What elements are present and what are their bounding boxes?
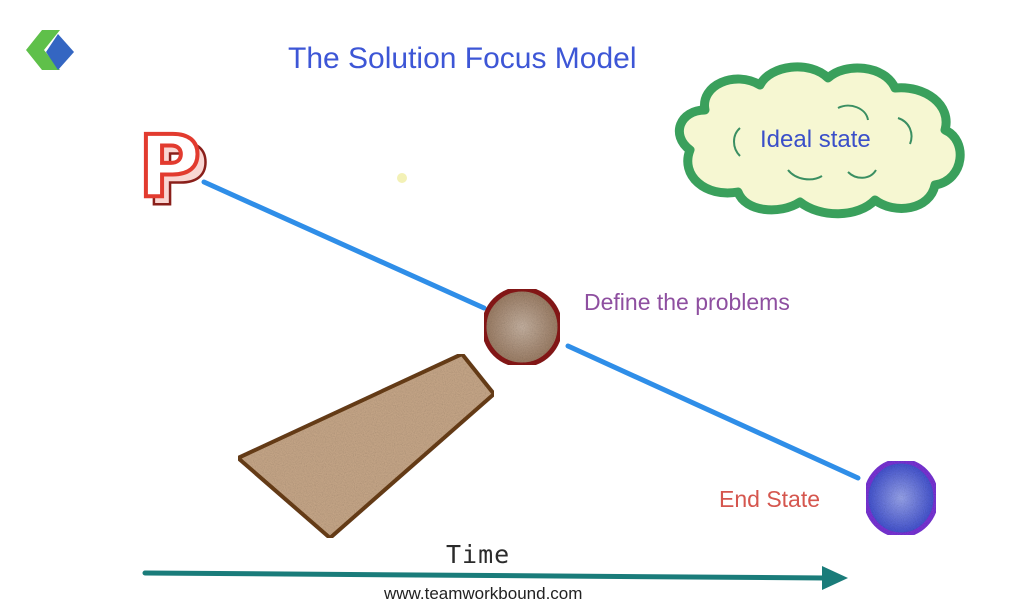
start-glyph-face: P	[138, 117, 201, 217]
cloud-icon	[674, 62, 965, 219]
diagram-title: The Solution Focus Model	[288, 42, 637, 75]
time-axis-label: Time	[446, 540, 511, 569]
path-line-upper	[201, 179, 487, 311]
define-problems-label: Define the problems	[584, 289, 790, 315]
footer-url[interactable]: www.teamworkbound.com	[384, 584, 583, 603]
speck-dot	[397, 173, 407, 183]
focus-wedge	[236, 352, 496, 540]
ideal-state-label: Ideal state	[760, 126, 871, 153]
end-state-label: End State	[719, 486, 821, 512]
end-state-circle	[863, 458, 939, 538]
problem-circle	[481, 286, 563, 368]
time-axis-arrow	[142, 566, 848, 590]
logo-icon	[26, 30, 74, 70]
start-glyph-shadow: P	[146, 125, 209, 225]
start-point-glyph: P P	[136, 115, 210, 226]
path-line-lower	[565, 343, 861, 481]
